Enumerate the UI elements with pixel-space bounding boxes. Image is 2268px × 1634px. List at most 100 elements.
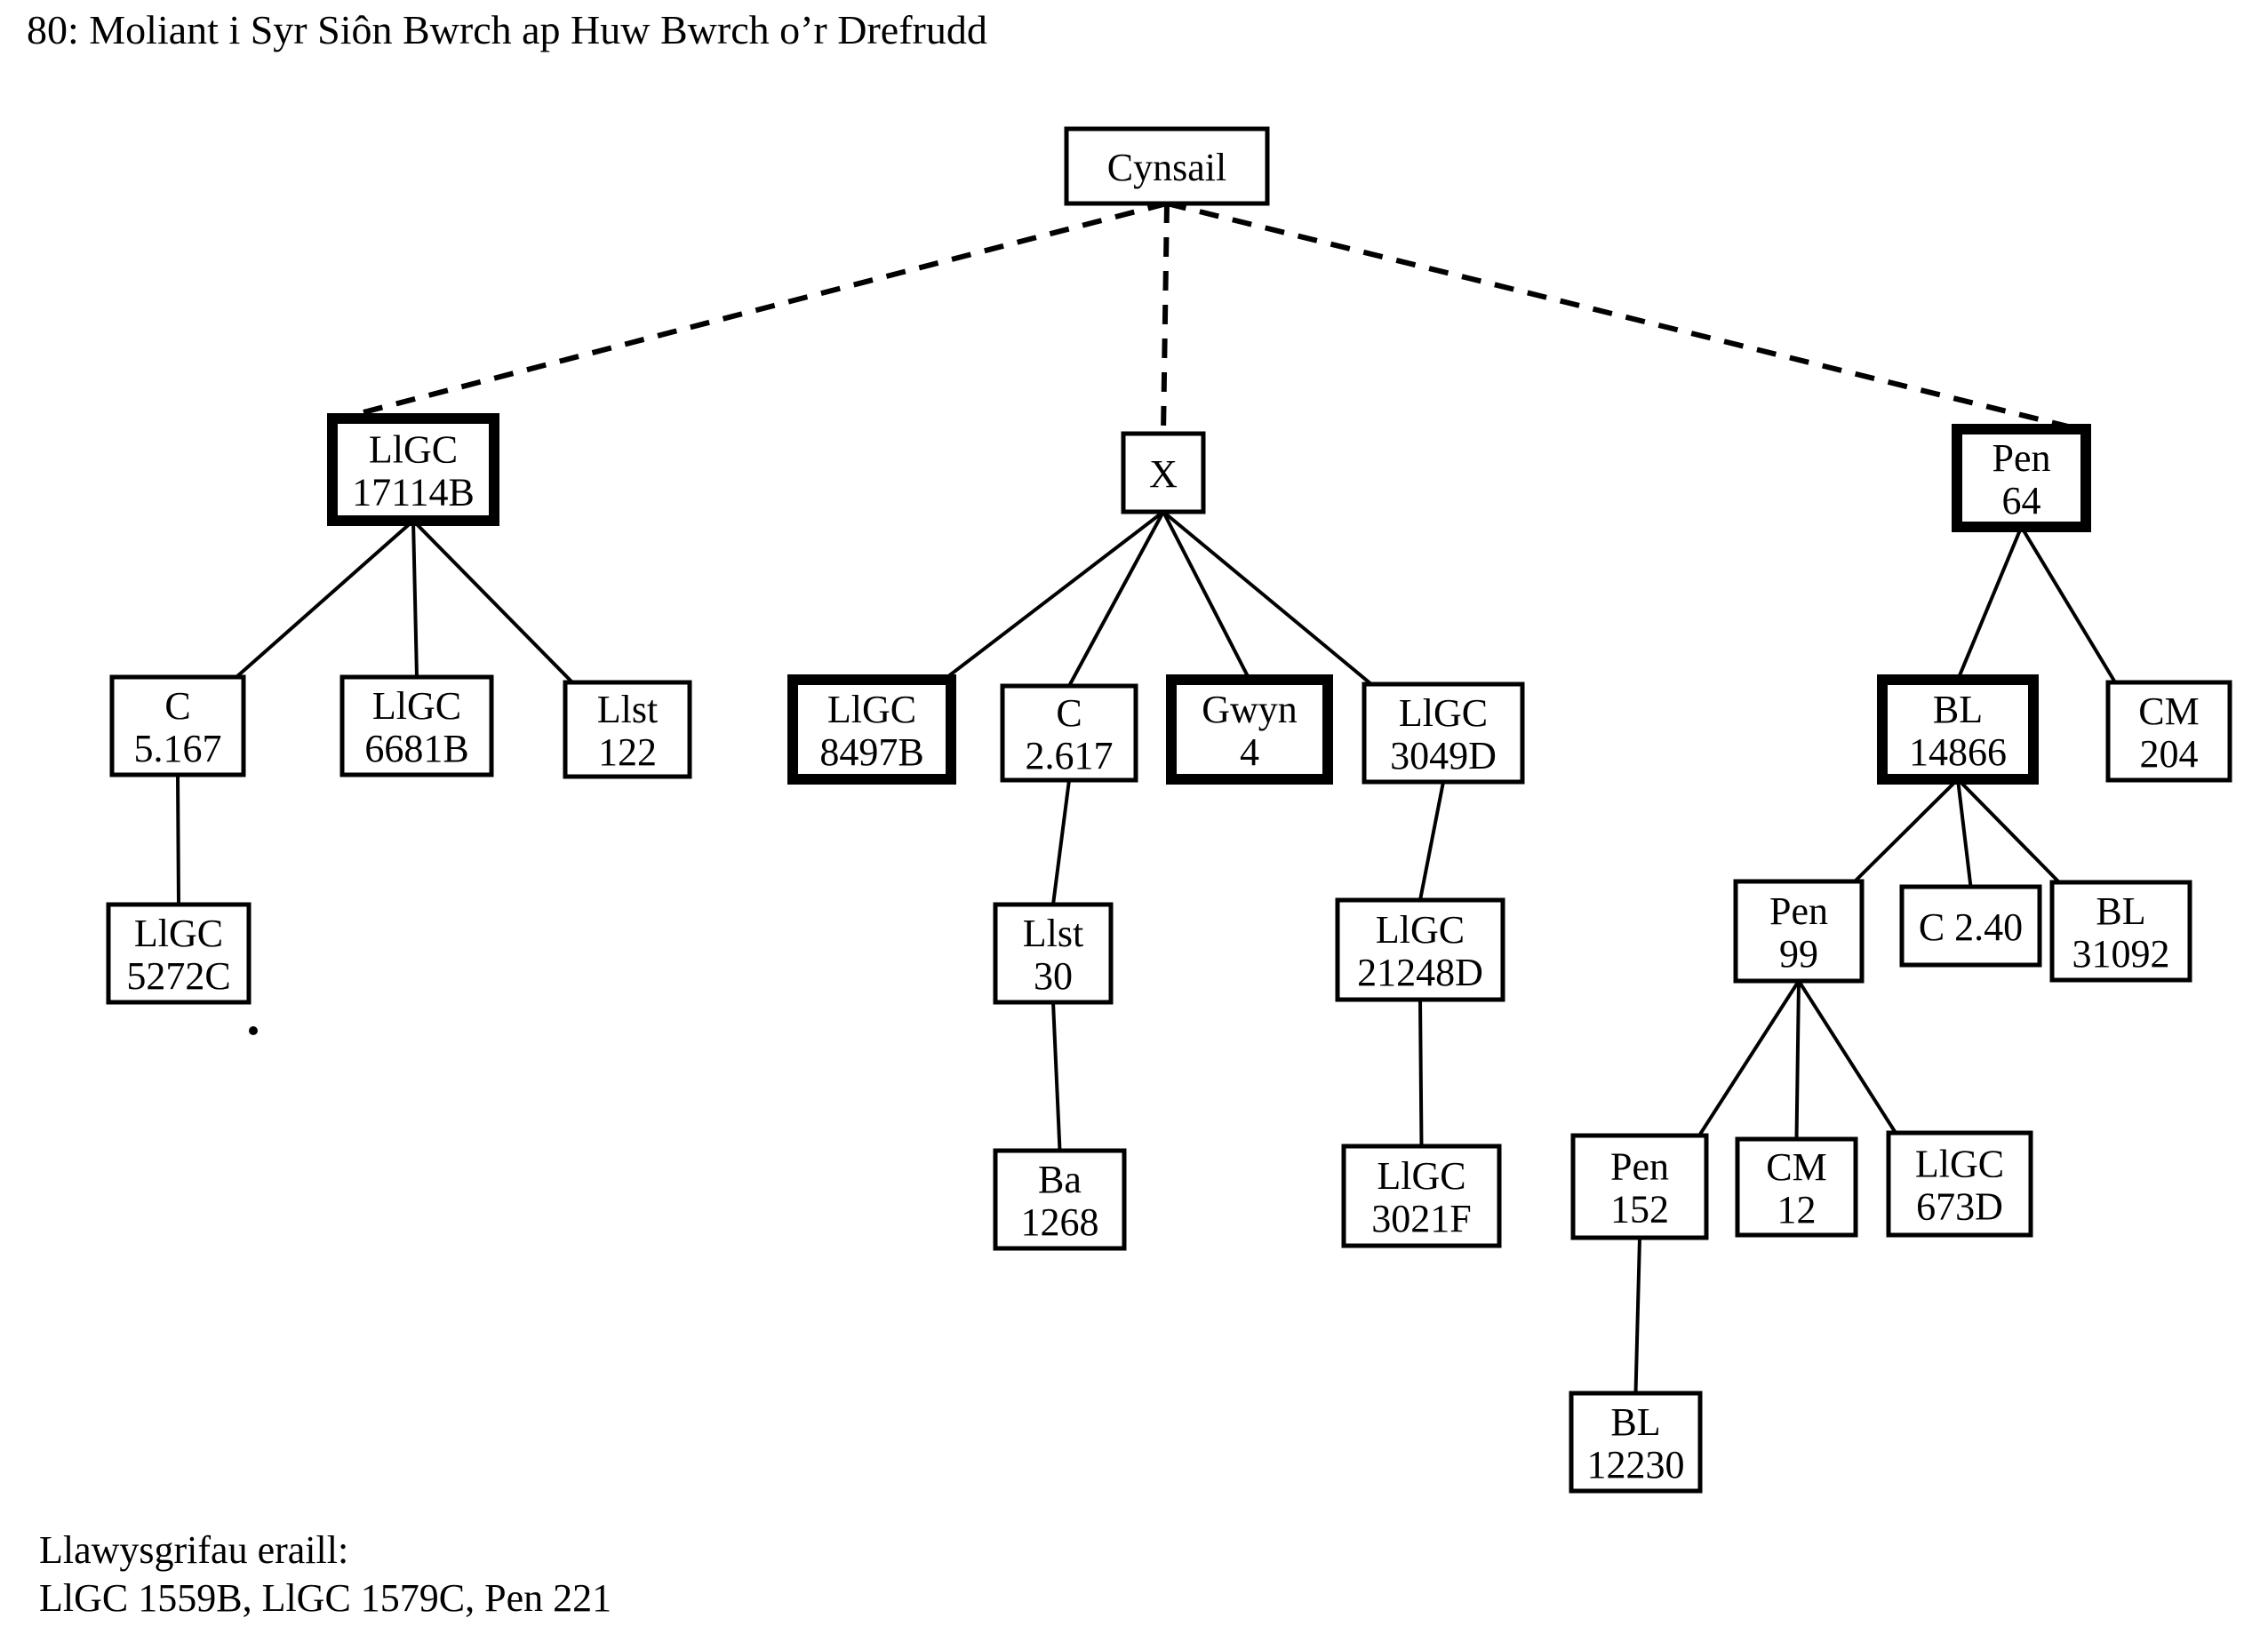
node-label-llgc8497b-line2: 8497B [819, 730, 923, 774]
node-label-llgc3049d-line1: LlGC [1399, 691, 1488, 735]
node-label-cm12-line1: CM [1766, 1145, 1826, 1189]
other-manuscripts-list: LlGC 1559B, LlGC 1579C, Pen 221 [39, 1575, 612, 1620]
node-label-llgc6681b-line2: 6681B [364, 727, 468, 770]
node-box-cm204 [2105, 680, 2232, 783]
node-label-pen64-line2: 64 [2002, 479, 2041, 522]
node-label-llgc3021f-line1: LlGC [1377, 1154, 1465, 1198]
node-box-llgc673d [1886, 1130, 2033, 1238]
node-label-llgc17114b-line2: 17114B [352, 471, 475, 514]
node-label-ba1268-line1: Ba [1038, 1158, 1082, 1201]
edge-llgc17114b-to-llst122 [411, 519, 574, 684]
node-box-llgc8497b [787, 674, 956, 785]
node-c240[interactable]: C 2.40 [1899, 884, 2042, 968]
edge-x-to-c2617 [1067, 511, 1165, 687]
edge-x-to-llgc8497b [942, 510, 1165, 681]
node-box-pen99 [1733, 879, 1865, 984]
node-label-llst122-line2: 122 [598, 730, 657, 774]
node-x[interactable]: X [1121, 431, 1206, 514]
node-label-cm204-line1: CM [2138, 689, 2199, 733]
node-label-bl12230-line2: 12230 [1587, 1443, 1685, 1487]
node-box-ba1268 [993, 1148, 1127, 1251]
node-label-bl14866-line1: BL [1933, 688, 1983, 731]
edge-llgc17114b-to-c5167 [235, 519, 415, 679]
edge-c5167-to-llgc5272c [176, 774, 180, 905]
node-label-bl31092-line1: BL [2096, 889, 2145, 933]
node-label-c240-line1: C 2.40 [1919, 905, 2023, 949]
edge-llgc3049d-to-llgc21248d [1418, 781, 1445, 901]
node-c5167[interactable]: C5.167 [109, 674, 246, 777]
node-label-llst122-line1: Llst [597, 688, 658, 731]
node-label-c5167-line1: C [164, 684, 190, 728]
node-label-pen64-line1: Pen [1992, 436, 2051, 480]
node-box-bl31092 [2049, 880, 2192, 983]
edge-cynsail-to-llgc17114b [339, 201, 1168, 421]
node-box-bl12230 [1569, 1391, 1703, 1494]
edge-llgc17114b-to-llgc6681b [411, 520, 419, 678]
node-box-llgc6681b [339, 674, 494, 777]
edge-pen64-to-cm204 [2019, 525, 2117, 684]
node-box-llgc3021f [1341, 1144, 1502, 1248]
node-label-cm12-line2: 12 [1777, 1188, 1817, 1231]
node-label-llgc21248d-line2: 21248D [1357, 951, 1483, 994]
edge-bl14866-to-c240 [1956, 778, 1973, 888]
node-box-c240 [1899, 884, 2042, 968]
node-label-llgc673d-line2: 673D [1916, 1185, 2003, 1229]
node-box-x [1121, 431, 1206, 514]
node-label-llgc3049d-line2: 3049D [1390, 734, 1497, 777]
node-label-cynsail-line1: Cynsail [1107, 146, 1226, 189]
node-label-c2617-line2: 2.617 [1026, 734, 1114, 777]
node-label-llst30-line2: 30 [1034, 954, 1073, 998]
page-title: 80: Moliant i Syr Siôn Bwrch ap Huw Bwrc… [27, 7, 987, 52]
node-box-llgc5272c [106, 902, 252, 1005]
node-label-bl12230-line1: BL [1610, 1400, 1660, 1444]
node-label-llgc21248d-line1: LlGC [1376, 908, 1465, 952]
node-box-llgc21248d [1335, 897, 1505, 1002]
node-cynsail[interactable]: Cynsail [1064, 126, 1270, 206]
node-box-gwyn4 [1166, 674, 1333, 785]
node-box-pen152 [1570, 1133, 1709, 1240]
node-box-c2617 [1000, 683, 1138, 783]
other-manuscripts-note: Llawysgrifau eraill: LlGC 1559B, LlGC 15… [39, 1526, 611, 1622]
node-c2617[interactable]: C2.617 [1000, 683, 1138, 783]
node-label-c2617-line1: C [1056, 691, 1082, 735]
edges-layer [176, 201, 2117, 1394]
node-label-bl31092-line2: 31092 [2072, 932, 2170, 976]
node-label-llgc6681b-line1: LlGC [372, 684, 461, 728]
edge-pen99-to-cm12 [1794, 980, 1801, 1140]
node-label-bl14866-line2: 14866 [1909, 730, 2007, 774]
edge-pen99-to-llgc673d [1797, 979, 1897, 1135]
node-box-llgc17114b [327, 413, 499, 526]
node-box-c5167 [109, 674, 246, 777]
edge-bl14866-to-pen99 [1853, 777, 1960, 883]
node-label-gwyn4-line1: Gwyn [1202, 688, 1298, 731]
node-label-llgc673d-line1: LlGC [1915, 1143, 2004, 1186]
node-box-bl14866 [1877, 674, 2039, 785]
node-label-llgc5272c-line2: 5272C [126, 954, 230, 998]
edge-pen152-to-bl12230 [1633, 1237, 1641, 1394]
edge-bl14866-to-bl31092 [1956, 777, 2061, 884]
other-manuscripts-heading: Llawysgrifau eraill: [39, 1528, 349, 1572]
